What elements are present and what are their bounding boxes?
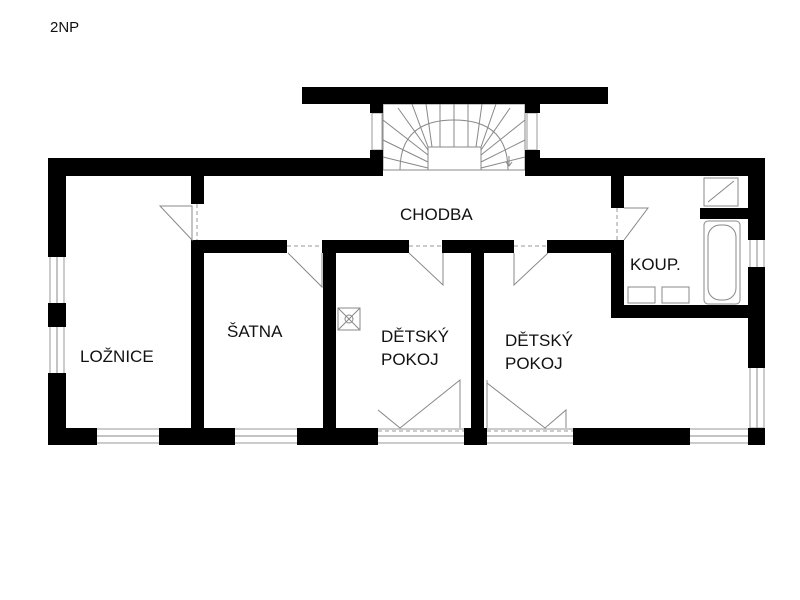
stair-direction-arrow-icon bbox=[505, 156, 513, 167]
room-label-bathroom: KOUP. bbox=[630, 255, 681, 274]
room-label-wardrobe: ŠATNA bbox=[227, 322, 283, 341]
room-label-bedroom: LOŽNICE bbox=[80, 347, 154, 366]
room-label-kids-room-1-line1: DĚTSKÝ bbox=[381, 327, 449, 346]
sink-icon bbox=[627, 286, 656, 304]
bathroom-fixtures bbox=[337, 177, 741, 331]
shower-icon bbox=[703, 177, 739, 207]
room-label-kids-room-2-line2: POKOJ bbox=[505, 354, 563, 373]
room-label-hallway: CHODBA bbox=[400, 205, 473, 224]
walls bbox=[48, 87, 765, 445]
room-label-kids-room-2-line1: DĚTSKÝ bbox=[505, 331, 573, 350]
room-label-kids-room-1-line2: POKOJ bbox=[381, 350, 439, 369]
floor-label: 2NP bbox=[50, 19, 79, 36]
ventilation-shaft-icon bbox=[337, 307, 361, 331]
sink-icon bbox=[661, 286, 690, 304]
door-swings bbox=[158, 204, 649, 432]
bathtub-icon bbox=[703, 220, 741, 305]
staircase bbox=[382, 103, 526, 171]
